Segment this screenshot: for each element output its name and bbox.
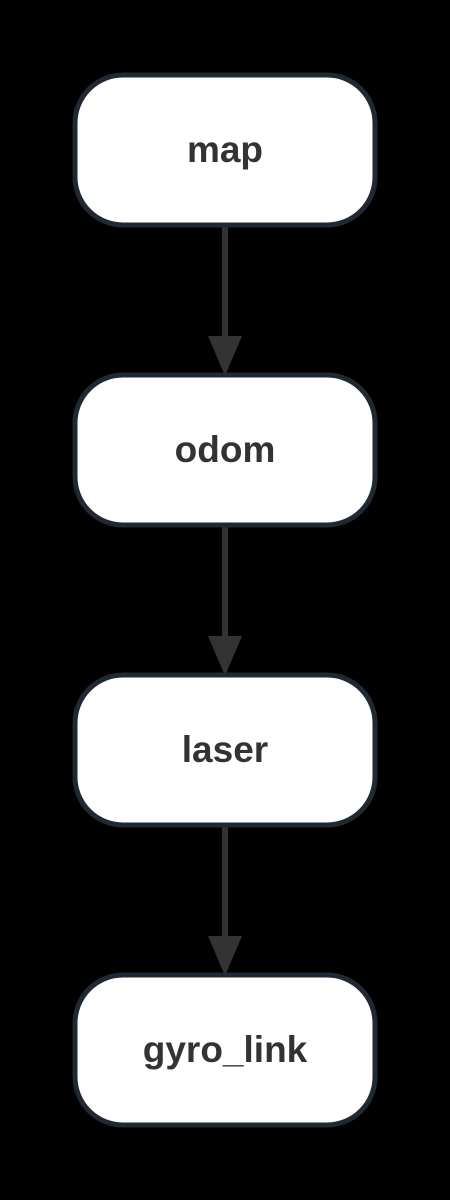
node-laser[interactable]: laser	[72, 672, 378, 828]
arrowhead-icon	[208, 636, 242, 676]
node-shape	[72, 72, 378, 228]
node-shape	[72, 372, 378, 528]
node-shape	[72, 672, 378, 828]
arrowhead-icon	[208, 336, 242, 376]
node-label: gyro_link	[143, 1029, 308, 1070]
edge-map-odom	[208, 226, 242, 376]
arrowhead-icon	[208, 936, 242, 976]
edge-odom-laser	[208, 526, 242, 676]
node-odom[interactable]: odom	[72, 372, 378, 528]
node-label: laser	[182, 729, 268, 770]
node-shape	[72, 972, 378, 1128]
node-gyro-link[interactable]: gyro_link	[72, 972, 378, 1128]
edge-laser-gyro-link	[208, 826, 242, 976]
node-label: map	[187, 129, 263, 170]
edges	[208, 226, 242, 976]
node-label: odom	[175, 429, 276, 470]
node-map[interactable]: map	[72, 72, 378, 228]
